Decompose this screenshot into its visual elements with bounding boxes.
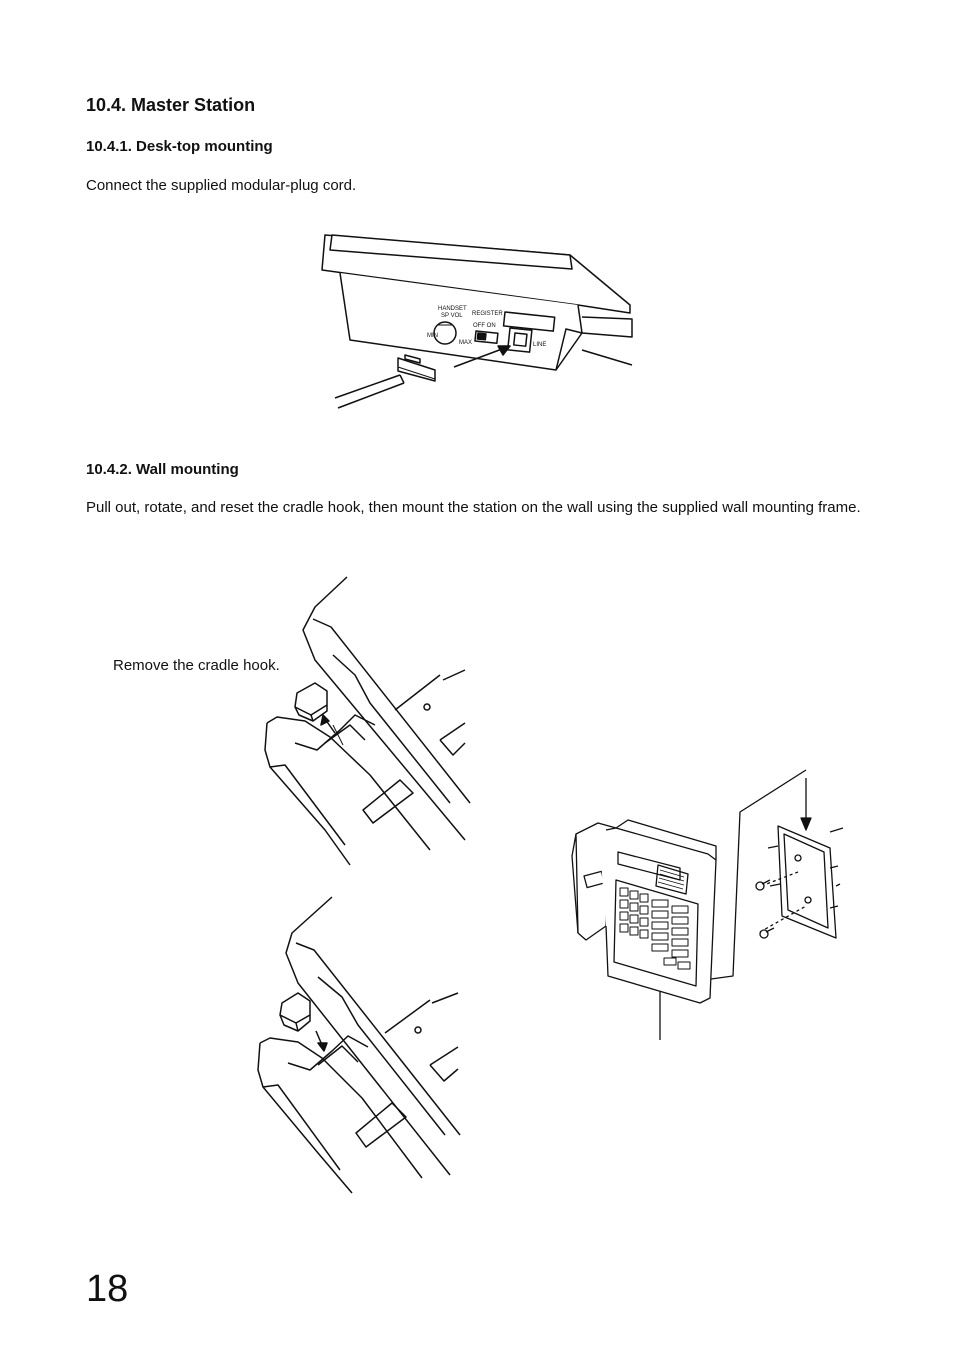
page-number: 18 [86, 1268, 129, 1310]
desktop-mounting-figure: HANDSET SP VOL REGISTER OFF ON MIN MAX L… [320, 225, 650, 415]
off-on-label: OFF ON [473, 323, 496, 329]
register-label: REGISTER [472, 311, 503, 317]
section-title: 10.4. Master Station [86, 95, 256, 115]
wall-heading: 10.4.2. Wall mounting [86, 461, 239, 478]
max-label: MAX [459, 340, 472, 346]
cradle-reset-figure [250, 895, 465, 1195]
wall-instruction: Pull out, rotate, and reset the cradle h… [86, 499, 861, 516]
wall-mount-figure [568, 768, 843, 1048]
line-label: LINE [533, 342, 546, 348]
desktop-heading: 10.4.1. Desk-top mounting [86, 138, 273, 155]
sp-vol-label: SP VOL [441, 313, 463, 319]
desktop-instruction: Connect the supplied modular-plug cord. [86, 177, 357, 194]
cradle-callout: Remove the cradle hook. [113, 657, 280, 674]
min-label: MIN [427, 333, 438, 339]
cradle-removal-figure [255, 575, 470, 870]
handset-label: HANDSET [438, 306, 467, 312]
